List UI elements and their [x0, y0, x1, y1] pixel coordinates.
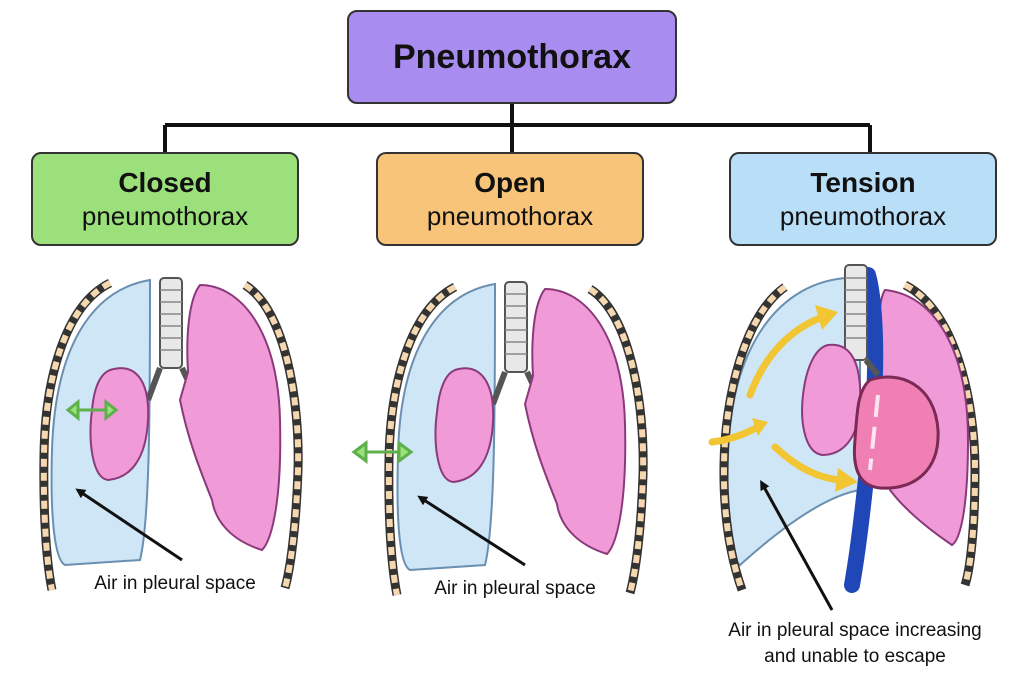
closed-caption: Air in pleural space — [94, 573, 256, 594]
pointer-arrow-closed — [75, 488, 183, 562]
type-sub: pneumothorax — [426, 201, 594, 231]
title-box: Pneumothorax — [347, 10, 677, 104]
tension-caption-line2: and unable to escape — [764, 646, 946, 667]
type-sub: pneumothorax — [779, 201, 947, 231]
trachea-shifted — [844, 264, 868, 361]
air-exchange-arrow-icon — [351, 440, 414, 464]
pressure-arrow-icon — [708, 314, 844, 484]
tension-caption: Air in pleural space increasing and unab… — [700, 618, 1010, 670]
open-lung-illustration — [351, 281, 648, 596]
healthy-lung-right — [178, 283, 282, 552]
closed-lung-illustration — [39, 277, 303, 591]
type-name: Tension — [810, 167, 916, 198]
heart — [852, 375, 940, 490]
collapsed-lung — [801, 343, 862, 457]
tension-caption-line1: Air in pleural space increasing — [728, 620, 982, 641]
collapsed-lung — [89, 367, 150, 482]
open-caption: Air in pleural space — [434, 578, 596, 599]
type-sub: pneumothorax — [81, 201, 249, 231]
trachea — [159, 277, 183, 369]
tension-pneumothorax-box: Tension pneumothorax — [729, 152, 997, 246]
type-name: Closed — [118, 167, 212, 198]
collapsed-lung — [434, 367, 495, 484]
pointer-arrow-tension — [760, 479, 834, 611]
expansion-arrow-icon — [65, 398, 119, 422]
diagram-title: Pneumothorax — [392, 37, 632, 76]
tension-lung-illustration — [708, 264, 980, 611]
pointer-arrow-open — [417, 495, 526, 567]
trachea — [504, 281, 528, 373]
type-name: Open — [474, 167, 546, 198]
closed-pneumothorax-box: Closed pneumothorax — [31, 152, 299, 246]
healthy-lung-right — [523, 287, 627, 556]
open-pneumothorax-box: Open pneumothorax — [376, 152, 644, 246]
connector-lines — [163, 104, 872, 152]
arrowheads — [752, 305, 858, 492]
